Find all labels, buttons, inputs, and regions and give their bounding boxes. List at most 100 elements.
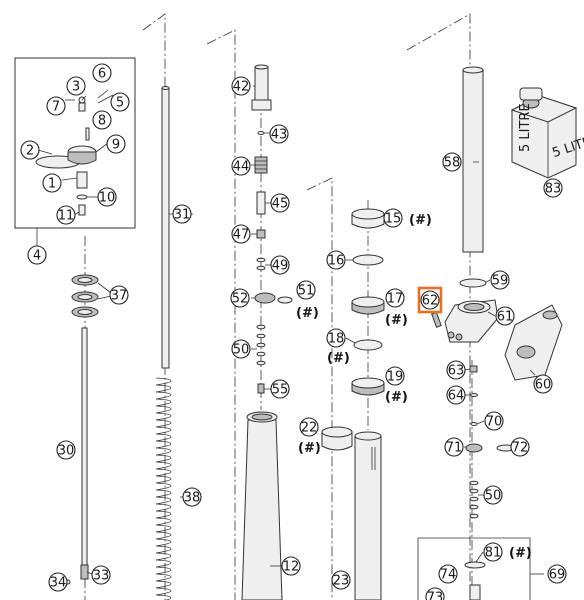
outer-tube-12 <box>241 411 283 600</box>
callout-49: 49 <box>270 255 290 275</box>
callout-64: 64 <box>446 385 466 405</box>
callout-51: 51 <box>296 280 316 300</box>
callout-circle <box>27 245 47 265</box>
callout-circle <box>270 379 290 399</box>
callout-37: 37 <box>109 285 129 305</box>
callout-70: 70 <box>484 411 504 431</box>
clamp-60 <box>504 304 563 381</box>
callout-31: 31 <box>172 204 192 224</box>
callout-number: 50 <box>485 489 502 504</box>
callout-number: 38 <box>184 491 201 506</box>
callout-circle <box>97 187 117 207</box>
callout-circle <box>42 173 62 193</box>
callout-circle <box>269 124 289 144</box>
callout-circle <box>425 587 445 600</box>
callout-59: 59 <box>490 270 510 290</box>
oil-can-side-text: 5 LITRE <box>518 103 533 152</box>
callout-circle <box>299 417 319 437</box>
callout-number: 33 <box>93 569 110 584</box>
cartridge-parts <box>251 64 293 394</box>
callout-44: 44 <box>231 156 251 176</box>
mark-15: (#) <box>409 213 432 228</box>
callout-42: 42 <box>231 76 251 96</box>
callout-19: 19 <box>385 366 405 386</box>
callout-circle <box>296 280 316 300</box>
callout-22: 22 <box>299 417 319 437</box>
fork-tube-58 <box>459 66 487 288</box>
clamp-small-parts <box>465 365 516 519</box>
callout-60: 60 <box>533 374 553 394</box>
callout-number: 5 <box>116 96 124 111</box>
callout-circle <box>20 140 40 160</box>
callout-number: 50 <box>233 343 250 358</box>
callout-number: 11 <box>58 209 75 224</box>
callout-circle <box>270 193 290 213</box>
washers-37 <box>71 274 112 318</box>
callout-47: 47 <box>231 224 251 244</box>
mark-22: (#) <box>298 441 321 456</box>
callout-circle <box>442 152 462 172</box>
callout-18: 18 <box>326 328 346 348</box>
mark-17: (#) <box>385 313 408 328</box>
callout-number: 15 <box>385 212 402 227</box>
callout-number: 58 <box>444 156 461 171</box>
callout-number: 18 <box>328 332 345 347</box>
callout-33: 33 <box>91 565 111 585</box>
callout-circle <box>92 63 112 83</box>
highlight-box-62 <box>417 286 443 314</box>
fork-spring-38 <box>155 377 172 600</box>
callout-number: 64 <box>448 389 465 404</box>
callout-number: 52 <box>232 292 249 307</box>
callout-number: 17 <box>387 292 404 307</box>
callout-number: 70 <box>486 415 503 430</box>
callout-circle <box>56 205 76 225</box>
callout-38: 38 <box>182 487 202 507</box>
callout-circle <box>510 437 530 457</box>
callout-circle <box>231 339 251 359</box>
callout-circle <box>281 556 301 576</box>
callout-circle <box>547 564 567 584</box>
callout-number: 3 <box>72 80 80 95</box>
callout-50: 50 <box>483 485 503 505</box>
callout-73: 73 <box>425 587 445 600</box>
callout-50: 50 <box>231 339 251 359</box>
callout-1: 1 <box>42 173 62 193</box>
callout-circle <box>543 178 563 198</box>
callout-number: 43 <box>271 128 288 143</box>
callout-circle <box>231 156 251 176</box>
callout-62: 62 <box>420 290 440 310</box>
callout-circle <box>46 96 66 116</box>
callout-circle <box>490 270 510 290</box>
callout-number: 59 <box>492 274 509 289</box>
callout-number: 45 <box>272 197 289 212</box>
callout-23: 23 <box>331 570 351 590</box>
callout-circle <box>483 485 503 505</box>
spacer-tube-31 <box>161 86 170 369</box>
callout-number: 72 <box>512 441 529 456</box>
callout-83: 83 <box>543 178 563 198</box>
callout-2: 2 <box>20 140 40 160</box>
mark-81: (#) <box>509 546 532 561</box>
callout-15: 15 <box>383 208 403 228</box>
callout-30: 30 <box>56 440 76 460</box>
callout-5: 5 <box>110 92 130 112</box>
callout-9: 9 <box>106 134 126 154</box>
hash-marks: (#) (#) (#) (#) (#) (#) (#) <box>296 213 532 561</box>
callout-circle <box>92 110 112 130</box>
callout-number: 34 <box>50 576 67 591</box>
callout-number: 61 <box>497 310 514 325</box>
callout-12: 12 <box>281 556 301 576</box>
callout-number: 44 <box>233 160 250 175</box>
callout-69: 69 <box>547 564 567 584</box>
oil-can-83: 5 LITRE 5 LITRE <box>510 87 584 179</box>
mark-18: (#) <box>327 351 350 366</box>
callout-number: 30 <box>58 444 75 459</box>
callout-number: 22 <box>301 421 318 436</box>
callout-34: 34 <box>48 572 68 592</box>
callout-circle <box>110 92 130 112</box>
callout-circle <box>446 385 466 405</box>
callout-circle <box>326 328 346 348</box>
seal-stack <box>351 208 385 396</box>
callout-3: 3 <box>66 76 86 96</box>
